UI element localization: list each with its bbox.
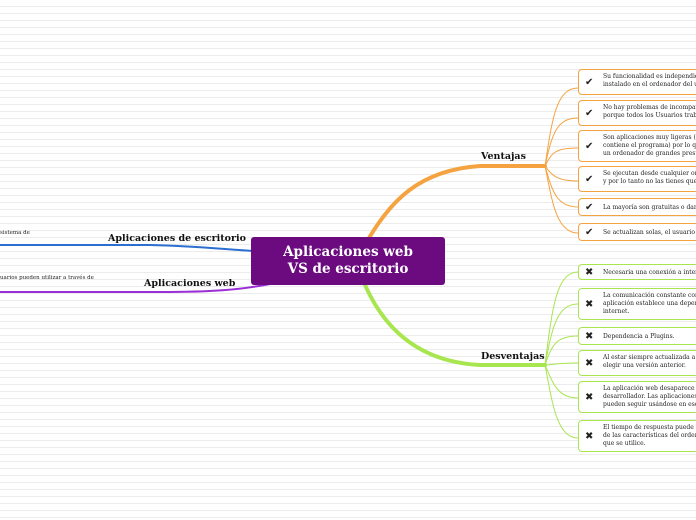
central-topic-title: Aplicaciones web VS de escritorio [283,244,413,277]
desventaja-item[interactable]: ✖ La aplicación web desaparece si ast de… [578,381,696,413]
cross-icon: ✖ [585,331,594,342]
escritorio-note: sistema de [0,230,30,236]
desventaja-item[interactable]: ✖ Necesaria una conexión a internet. [578,264,696,280]
ventaja-item[interactable]: ✔ Su funcionalidad es independiente del … [578,69,696,95]
branch-aplicaciones-escritorio[interactable]: Aplicaciones de escritorio [108,233,246,244]
desventaja-item[interactable]: ✖ La comunicación constante con el s apl… [578,288,696,320]
central-topic[interactable]: Aplicaciones web VS de escritorio [251,237,445,285]
check-icon: ✔ [585,174,594,185]
check-icon: ✔ [585,227,594,238]
cross-icon: ✖ [585,431,594,442]
branch-ventajas[interactable]: Ventajas [481,151,526,162]
branch-desventajas[interactable]: Desventajas [481,351,545,362]
check-icon: ✔ [585,77,594,88]
desventaja-item[interactable]: ✖ Dependencia a Plugins. [578,327,696,345]
ventaja-item[interactable]: ✔ No hay problemas de incompatibilidad e… [578,100,696,126]
ventaja-item[interactable]: ✔ Se actualizan solas, el usuario no nec… [578,223,696,241]
cross-icon: ✖ [585,299,594,310]
ventaja-item[interactable]: ✔ Son aplicaciones muy ligeras (el Naveg… [578,130,696,162]
cross-icon: ✖ [585,267,594,278]
web-note: uarios pueden utilizar a través de [0,275,94,281]
ventaja-item[interactable]: ✔ La mayoría son gratuitas o dan a elegi… [578,198,696,216]
check-icon: ✔ [585,141,594,152]
cross-icon: ✖ [585,392,594,403]
desventaja-item[interactable]: ✖ Al estar siempre actualizada a la ult … [578,350,696,376]
check-icon: ✔ [585,108,594,119]
branch-aplicaciones-web[interactable]: Aplicaciones web [144,278,236,289]
check-icon: ✔ [585,202,594,213]
cross-icon: ✖ [585,358,594,369]
ventaja-item[interactable]: ✔ Se ejecutan desde cualquier ordenador … [578,166,696,192]
desventaja-item[interactable]: ✖ El tiempo de respuesta puede llegar de… [578,420,696,452]
